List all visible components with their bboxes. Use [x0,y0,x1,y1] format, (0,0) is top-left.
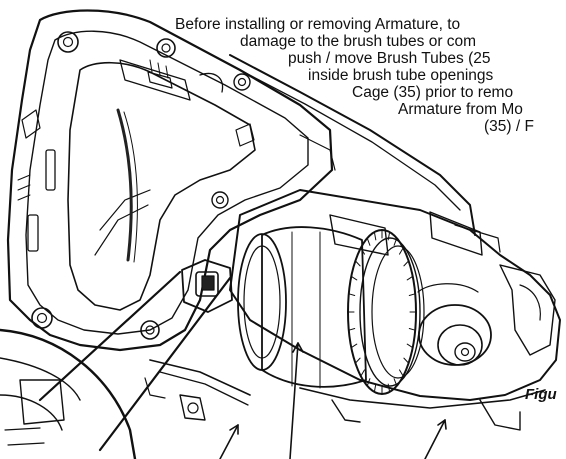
note-line-6: Armature from Mo [398,101,523,118]
note-line-4: inside brush tube openings [308,67,494,84]
brush-tube-detail [181,259,233,313]
magnifier-callout [0,270,232,459]
figure-label: Figu [525,386,557,403]
note-line-1: Before installing or removing Armature, … [175,16,461,33]
motor-assembly [144,189,561,431]
note-line-7: (35) / F [484,118,534,135]
note-line-2: damage to the brush tubes or com [240,33,477,50]
note-line-3: push / move Brush Tubes (25 [288,50,491,67]
upper-housing-edge [229,54,476,236]
note-line-5: Cage (35) prior to remo [352,84,514,101]
housing-shell [6,9,334,352]
leader-arrows [219,342,447,459]
